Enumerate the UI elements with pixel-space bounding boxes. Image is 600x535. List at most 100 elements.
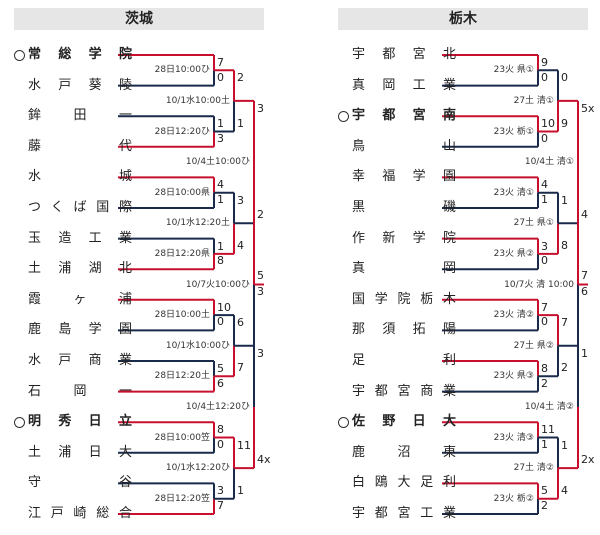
score: 8 [217,254,224,268]
score: 0 [541,315,548,329]
score: 1 [561,193,568,207]
team-row: 水戸葵陵 [14,76,132,96]
score: 6 [581,284,588,298]
score: 4 [581,208,588,222]
team-name: 国学院栃木 [352,291,456,307]
team-row: 宇都宮北 [338,45,456,65]
score: 7 [581,268,588,282]
score: 3 [257,346,264,360]
score: 10 [217,300,231,314]
match-label: 27土 清① [513,95,554,106]
score: 2 [237,71,244,85]
team-name: 宇都宮商業 [352,383,456,399]
score: 2 [561,361,568,375]
score: 9 [541,56,548,69]
team-row: 鹿島学園 [14,320,132,340]
team-row: 国学院栃木 [338,290,456,310]
match-label: 10/4土 清② [524,401,574,412]
team-name: 鹿沼東 [352,444,456,460]
match-label: 10/4土 清① [524,157,574,168]
match-label: 10/1水10:00土 [165,95,230,106]
match-label: 10/4土12:20ひ [185,401,250,412]
score: 5 [217,362,224,375]
score: 3 [257,101,264,115]
team-row: 藤代 [14,137,132,157]
match-label: 10/1水10:00ひ [165,340,230,351]
team-row: 守谷 [14,473,132,493]
team-name: 石岡一 [28,383,132,399]
score: 8 [561,238,568,252]
score: 11 [237,438,251,452]
match-label: 28日12:20笠 [154,493,210,504]
match-label: 10/1水12:20ひ [165,463,230,474]
team-name: 水戸商業 [28,353,132,368]
match-label: 28日10:00笠 [154,432,210,443]
team-row: 足利 [338,351,456,371]
team-row: 那須拓陽 [338,320,456,340]
score: 0 [217,70,224,84]
team-name: 白鴎大足利 [352,475,456,491]
team-name: 玉造工業 [28,230,132,246]
team-name: 足利 [352,353,456,368]
team-row: 常総学院 [14,45,132,65]
score: 1 [237,116,244,130]
score: 6 [217,376,224,390]
team-row: 佐野日大 [338,412,456,432]
match-label: 10/7火 清 10:00 [504,279,574,290]
match-label: 10/1水12:20土 [165,218,230,229]
score: 4 [237,238,244,252]
team-row: 玉造工業 [14,229,132,249]
team-row: 鉾田一 [14,106,132,126]
score: 3 [541,239,548,253]
team-row: 水戸商業 [14,351,132,371]
team-row: 霞ヶ浦 [14,290,132,310]
match-label: 10/4土10:00ひ [185,157,250,168]
team-row: 石岡一 [14,382,132,402]
score: 7 [541,300,548,314]
team-row: 作新学院 [338,229,456,249]
score: 0 [541,254,548,268]
match-label: 23火 県③ [493,371,534,382]
score: 0 [541,70,548,84]
team-row: 明秀日立 [14,412,132,432]
score: 0 [541,131,548,145]
team-name: 那須拓陽 [352,322,456,338]
score: 1 [217,193,224,206]
team-name: 霞ヶ浦 [28,291,132,307]
score: 3 [237,193,244,207]
score: 1 [541,437,548,451]
score: 1 [561,438,568,452]
team-row: 土浦日大 [14,443,132,463]
team-name: 鹿島学園 [28,322,132,338]
score: 6 [237,316,244,330]
score: 3 [217,484,224,498]
team-row: 宇都宮工業 [338,504,456,524]
score: 5 [541,484,548,498]
team-name: 宇都宮南 [352,108,456,124]
match-label: 23火 清① [493,187,534,198]
team-row: つくば国際 [14,198,132,218]
team-name: つくば国際 [28,200,132,215]
match-label: 23火 県② [493,248,534,259]
team-row: 白鴎大足利 [338,473,456,493]
score: 4 [561,483,568,497]
match-label: 28日10:00県 [154,187,210,198]
match-label: 28日12:20土 [154,371,210,382]
team-name: 作新学院 [352,230,456,246]
team-name: 鳥山 [352,138,456,154]
match-label: 28日10:00ひ [154,65,210,76]
team-row: 真岡工業 [338,76,456,96]
team-row: 江戸崎総合 [14,504,132,524]
match-label: 23火 清② [493,310,534,321]
team-row: 土浦湖北 [14,259,132,279]
team-name: 水城 [28,169,132,185]
team-name: 江戸崎総合 [28,506,132,521]
score: 8 [541,362,548,375]
match-label: 23火 県① [493,65,534,76]
team-name: 宇都宮工業 [352,506,456,521]
team-row: 真岡 [338,259,456,279]
team-row: 宇都宮商業 [338,382,456,402]
match-label: 27土 県① [513,218,554,229]
advance-circle-icon [14,417,25,429]
score: 0 [217,437,224,451]
